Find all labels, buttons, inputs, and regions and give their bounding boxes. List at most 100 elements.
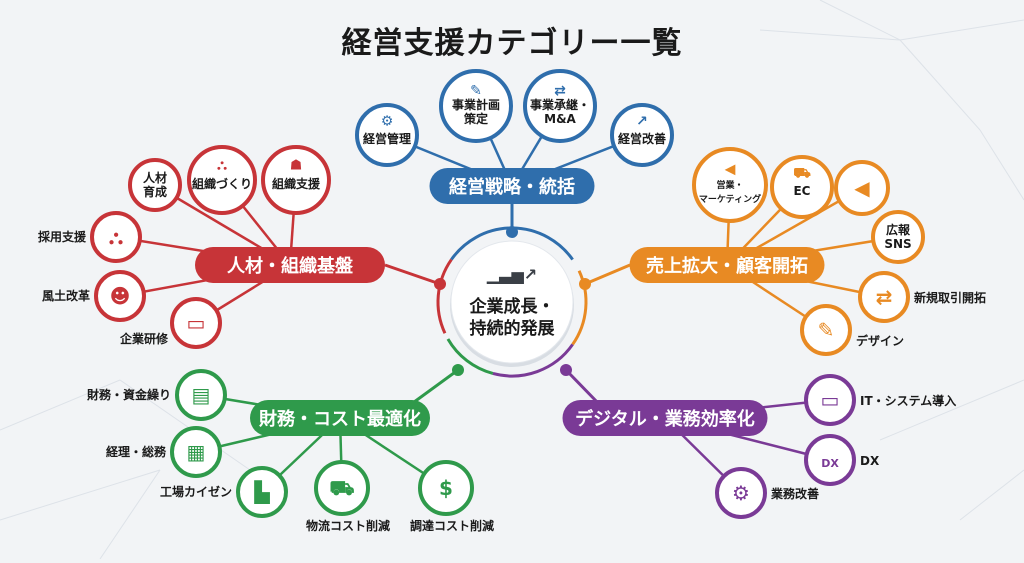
ring-arc <box>446 338 494 375</box>
item-node: ◀ <box>834 160 890 216</box>
category-pill-hr: 人材・組織基盤 <box>195 247 385 283</box>
item-label-line: 工場カイゼン <box>160 484 232 499</box>
category-pill-finance: 財務・コスト最適化 <box>250 400 430 436</box>
item-circle <box>804 434 856 486</box>
item-label: 物流コスト削減 <box>306 518 390 533</box>
item-node: ✎事業計画策定 <box>439 69 513 143</box>
item-label: EC <box>793 184 810 198</box>
background-line <box>959 469 1024 521</box>
category-label: デジタル・業務効率化 <box>575 408 755 430</box>
item-label-line: 調達コスト削減 <box>410 518 494 533</box>
growth-hand-icon: ↗ <box>636 113 648 129</box>
center-circle <box>450 240 574 364</box>
item-circle <box>418 460 474 516</box>
item-label: 業務改善 <box>770 486 819 501</box>
monitor-icon: ▭ <box>821 388 840 412</box>
megaphone-icon: ◀ <box>725 161 736 177</box>
item-circle <box>355 103 419 167</box>
item-label-line: DX <box>860 454 880 468</box>
connector-line <box>409 368 459 407</box>
item-label-line: 事業承継・ <box>530 97 590 112</box>
page-title: 経営支援カテゴリー一覧 <box>341 26 683 61</box>
junction-dot <box>452 364 464 376</box>
item-label: 組織づくり <box>192 176 252 191</box>
item-circle <box>128 158 182 212</box>
item-label-line: 経営改善 <box>618 131 666 146</box>
item-node: ▤財務・資金繰り <box>86 369 227 421</box>
item-circle <box>439 69 513 143</box>
truck-icon: ⛟ <box>329 476 354 500</box>
background-line <box>879 379 1024 441</box>
team-icon: ☗ <box>290 157 303 173</box>
item-label-line: 事業計画 <box>452 97 500 112</box>
item-label-line: M&A <box>544 112 576 126</box>
pill-background <box>562 400 768 436</box>
item-label-line: 組織づくり <box>192 176 252 191</box>
item-label: デザイン <box>856 333 904 348</box>
gears-icon: ⚙ <box>732 481 750 505</box>
item-node: ⇄新規取引開拓 <box>858 271 986 323</box>
item-label-line: 新規取引開拓 <box>914 290 986 305</box>
background-line <box>819 0 901 41</box>
item-node: ▦経理・総務 <box>106 426 222 478</box>
cart-icon: ⛟ <box>793 165 811 181</box>
item-node: $調達コスト削減 <box>410 460 494 533</box>
item-label-line: IT・システム導入 <box>860 393 956 408</box>
item-node: ⇄事業承継・M&A <box>523 69 597 143</box>
center-label-line: 企業成長・ <box>469 296 555 317</box>
item-node: ▙ 工場カイゼン <box>160 466 288 518</box>
item-label-line: 広報 <box>886 222 911 237</box>
item-label: 風土改革 <box>42 288 90 303</box>
growth-chart-icon: ▁▃▅↗ <box>486 265 537 284</box>
background-line <box>759 29 901 41</box>
item-node: 人材育成 <box>128 158 182 212</box>
category-strategy: 経営戦略・統括⚙経営管理✎事業計画策定⇄事業承継・M&A↗経営改善 <box>355 69 674 238</box>
item-label: 調達コスト削減 <box>410 518 494 533</box>
item-circle <box>871 210 925 264</box>
item-label: 企業研修 <box>119 331 169 346</box>
background-line <box>0 379 121 431</box>
item-circle <box>90 211 142 263</box>
laptop-icon: DX <box>821 457 839 470</box>
org-chart-icon: ⛬ <box>109 225 123 249</box>
item-node: ⛬ 採用支援 <box>38 211 142 263</box>
category-pill-sales: 売上拡大・顧客開拓 <box>629 247 825 283</box>
item-label: IT・システム導入 <box>860 393 956 408</box>
center-label: 企業成長・持続的発展 <box>469 296 555 339</box>
item-label: 営業・マーケティング <box>699 179 761 205</box>
item-label-line: デザイン <box>856 333 904 348</box>
item-label: 新規取引開拓 <box>914 290 986 305</box>
category-pill-digital: デジタル・業務効率化 <box>562 400 768 436</box>
item-node: ⛬ 組織づくり <box>187 145 257 215</box>
item-circle <box>800 304 852 356</box>
org-chart-icon: ⛬ <box>217 157 227 173</box>
connector-line <box>584 263 631 286</box>
item-label-line: 人材 <box>143 170 167 185</box>
item-circle <box>523 69 597 143</box>
item-label-line: マーケティング <box>699 193 761 205</box>
item-label-line: 採用支援 <box>38 229 87 244</box>
people-icon: ☻ <box>110 284 131 308</box>
item-circle <box>187 145 257 215</box>
item-label: 人材育成 <box>143 170 167 199</box>
item-label-line: EC <box>793 184 810 198</box>
item-label-line: 企業研修 <box>119 331 169 346</box>
item-node: ☻ 風土改革 <box>42 270 146 322</box>
item-label-line: 策定 <box>464 111 488 126</box>
item-node: ◀ 営業・マーケティング <box>692 147 768 223</box>
megaphone-icon: ◀ <box>854 176 870 200</box>
factory-icon: ▙ <box>253 480 270 504</box>
item-node: ▭企業研修 <box>119 297 222 349</box>
pill-background <box>250 400 430 436</box>
item-circle <box>834 160 890 216</box>
item-label: 事業計画策定 <box>452 97 500 126</box>
item-label: 事業承継・M&A <box>530 97 590 126</box>
item-node: ▭ IT・システム導入 <box>804 374 956 426</box>
item-label: 経営改善 <box>618 131 666 146</box>
item-label-line: 財務・資金繰り <box>86 387 171 402</box>
item-circle <box>692 147 768 223</box>
item-label-line: 物流コスト削減 <box>306 518 390 533</box>
item-node: ⛟ 物流コスト削減 <box>306 460 390 533</box>
